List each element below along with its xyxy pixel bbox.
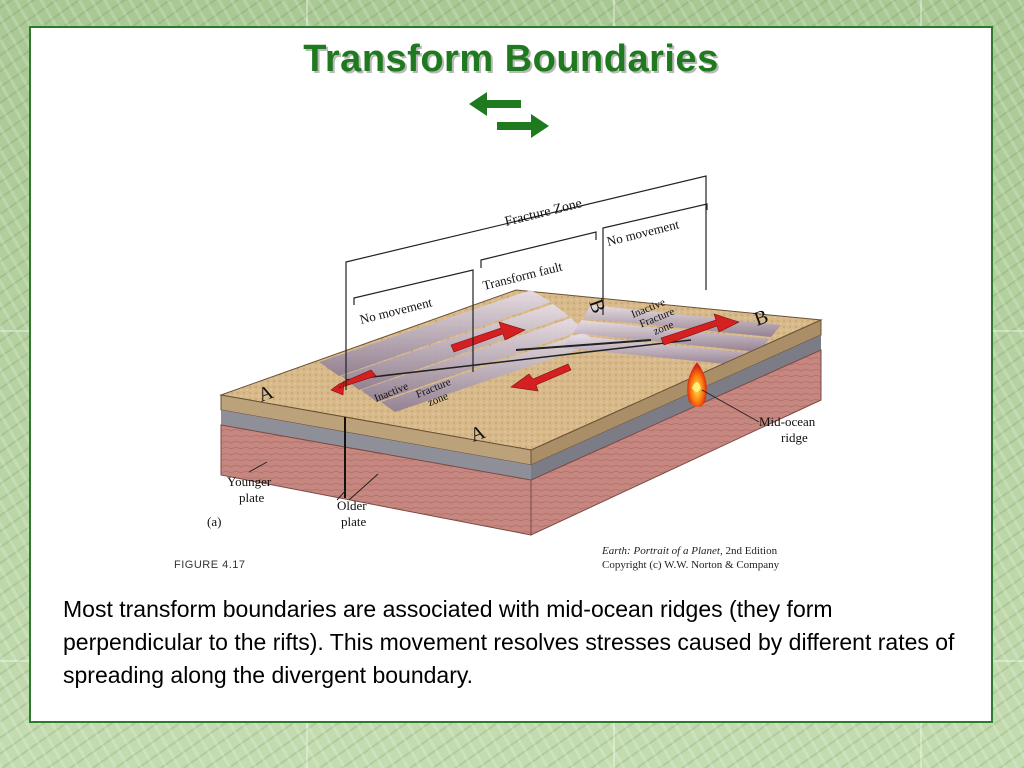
body-paragraph: Most transform boundaries are associated… (63, 596, 955, 688)
transform-boundary-diagram: Fracture Zone No movement Transform faul… (207, 175, 823, 536)
figure-credit: Earth: Portrait of a Planet, 2nd Edition… (602, 544, 779, 572)
svg-text:Older: Older (337, 498, 367, 513)
credit-book-title: Earth: Portrait of a Planet, (602, 545, 723, 557)
label-mid-ocean-ridge: Mid-ocean ridge (759, 414, 816, 445)
figure-number: FIGURE 4.17 (174, 559, 246, 571)
slide-title: Transform Boundaries (303, 38, 719, 80)
credit-edition: 2nd Edition (725, 545, 778, 557)
label-fracture-zone: Fracture Zone (503, 196, 583, 230)
svg-text:plate: plate (239, 490, 264, 505)
label-transform-fault: Transform fault (481, 259, 564, 293)
opposing-arrows-icon (469, 92, 549, 138)
slide-panel: Transform Boundaries (29, 26, 993, 723)
svg-text:plate: plate (341, 514, 366, 529)
label-older-plate: Older plate (337, 498, 367, 529)
svg-text:Younger: Younger (227, 474, 272, 489)
label-no-movement-right: No movement (605, 216, 681, 249)
label-younger-plate: Younger plate (227, 474, 272, 505)
credit-copyright: Copyright (c) W.W. Norton & Company (602, 559, 780, 571)
svg-text:ridge: ridge (781, 430, 808, 445)
svg-text:Mid-ocean: Mid-ocean (759, 414, 816, 429)
label-panel-a: (a) (207, 514, 221, 529)
label-no-movement-left: No movement (358, 294, 434, 327)
